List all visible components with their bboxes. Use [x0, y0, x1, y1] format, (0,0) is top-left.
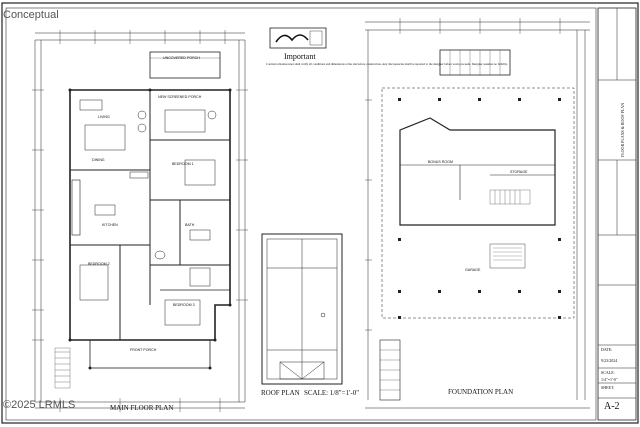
room-bedroom3: BEDROOM 3: [173, 303, 195, 307]
roof-plan-title: ROOF PLAN: [261, 389, 300, 397]
watermark-top: Conceptual: [3, 9, 59, 21]
room-bedroom2: BEDROOM 2: [88, 262, 110, 266]
room-bonus-room: BONUS ROOM: [428, 160, 453, 164]
room-storage: STORAGE: [510, 170, 528, 174]
room-living: LIVING: [98, 115, 110, 119]
room-garage: GARAGE: [465, 268, 481, 272]
important-title: Important: [284, 52, 316, 61]
sheet-description: FLOOR PLANS & ROOF PLAN: [620, 102, 625, 157]
logo-box: [269, 27, 327, 49]
foundation-plan-title: FOUNDATION PLAN: [448, 388, 514, 396]
room-front-porch: FRONT PORCH: [130, 348, 157, 352]
scale-value: 1/4"=1'-0": [601, 377, 618, 382]
room-dining: DINING: [92, 158, 105, 162]
scale-label: SCALE:: [601, 370, 615, 375]
room-bedroom1: BEDROOM 1: [172, 162, 194, 166]
sheet-label: SHEET:: [601, 385, 615, 390]
watermark-bottom: ©2025 LRMLS: [3, 399, 76, 411]
title-block: [597, 7, 637, 421]
date-value: 9/23/2024: [601, 358, 618, 363]
main-floor-plan: [32, 30, 248, 412]
roof-plan: [261, 233, 343, 385]
foundation-plan: [365, 18, 590, 409]
sheet-number: A-2: [604, 401, 620, 412]
room-screened-porch: NEW SCREENED PORCH: [158, 95, 202, 99]
room-kitchen: KITCHEN: [102, 223, 118, 227]
roof-plan-scale: SCALE: 1/8"=1'-0": [304, 389, 360, 397]
date-label: DATE:: [601, 347, 613, 352]
main-floor-plan-title: MAIN FLOOR PLAN: [110, 404, 174, 412]
important-note: Contractor/homeowner shall verify all co…: [266, 62, 508, 66]
room-bath: BATH: [185, 223, 195, 227]
room-uncovered-porch: UNCOVERED PORCH: [163, 56, 200, 60]
